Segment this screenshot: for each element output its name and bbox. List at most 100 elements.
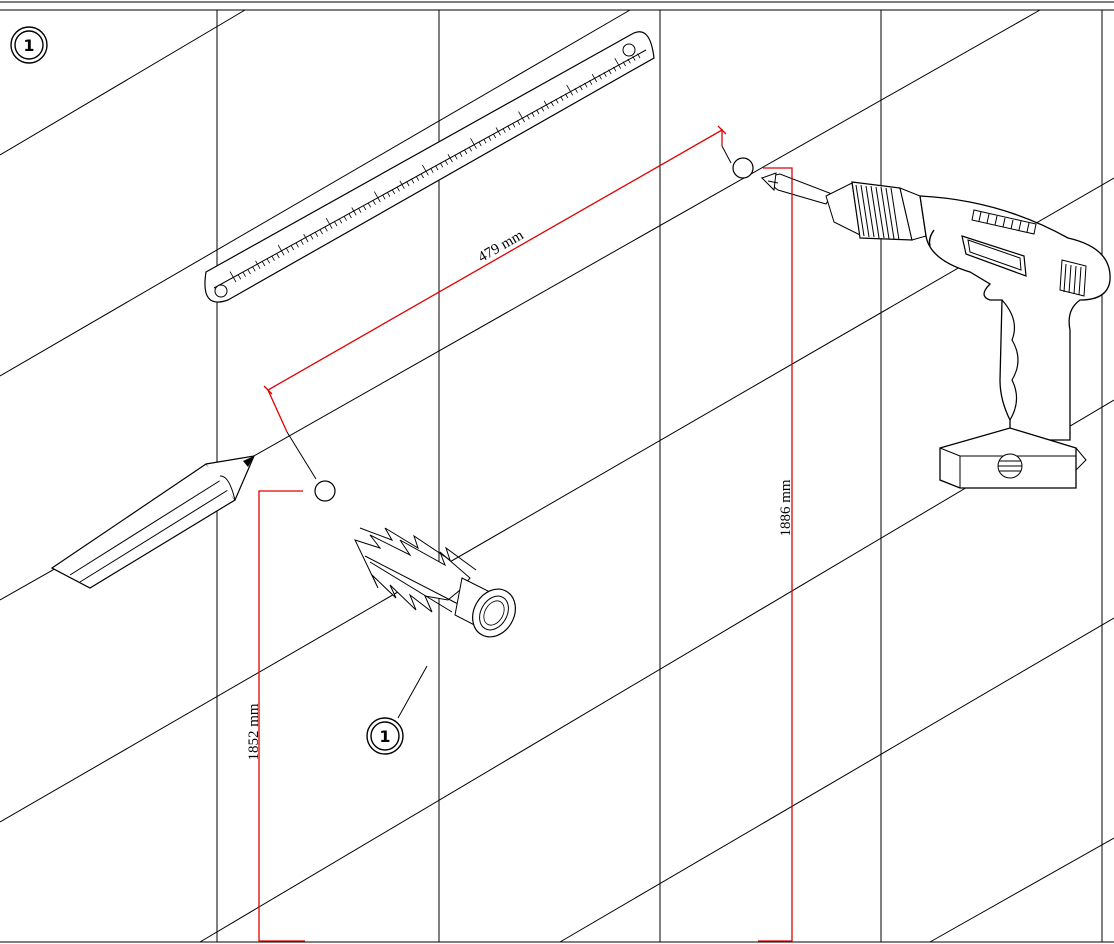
- ruler-icon: [204, 31, 655, 303]
- ruler-tick: [464, 149, 468, 155]
- ruler-tick: [415, 176, 420, 181]
- ruler-tick: [324, 226, 328, 232]
- drill-hole-left: [314, 480, 336, 502]
- ruler-tick: [252, 266, 256, 272]
- ruler-tick: [531, 112, 535, 117]
- ruler-tick: [512, 122, 516, 128]
- ruler-tick: [242, 272, 246, 277]
- ruler-tick: [622, 61, 626, 67]
- pencil-icon: [50, 455, 255, 589]
- ruler-tick: [543, 100, 549, 109]
- ruler-tick: [614, 58, 622, 69]
- ruler-tick: [598, 74, 602, 80]
- ruler-tick: [603, 72, 607, 77]
- ruler-tick: [334, 221, 338, 227]
- ruler-tick: [591, 73, 598, 83]
- callout-badge: 1: [366, 665, 428, 755]
- vent-slots: [971, 209, 1087, 297]
- ruler-tick: [439, 162, 444, 168]
- ruler-tick: [325, 218, 333, 229]
- ruler-tick: [454, 154, 458, 160]
- ruler-tick: [470, 138, 477, 149]
- ruler-tick: [363, 205, 367, 211]
- ruler-tick: [566, 84, 574, 96]
- ruler-tick: [478, 141, 482, 147]
- ruler-tick: [314, 232, 319, 237]
- wall-plug-icon: [354, 527, 516, 638]
- ruler-tick: [507, 125, 511, 131]
- hole-leaders: [286, 145, 732, 480]
- ruler-tick: [266, 258, 271, 264]
- ruler-tick: [276, 253, 280, 259]
- ruler-tick: [637, 53, 641, 59]
- ruler-tick: [550, 101, 554, 107]
- ruler-tick: [584, 82, 588, 88]
- ruler-tick: [255, 260, 261, 269]
- ruler-tick: [338, 218, 343, 224]
- ruler-tick: [348, 213, 352, 219]
- ruler-tick: [406, 181, 410, 187]
- ruler-tick: [565, 93, 569, 99]
- ruler-tick: [459, 152, 463, 157]
- ruler-tick: [422, 164, 429, 176]
- ruler-tick: [447, 153, 453, 163]
- ruler-tick: [495, 127, 501, 136]
- ruler-tick: [608, 69, 612, 75]
- ruler-tick: [310, 234, 314, 240]
- ruler-tick: [387, 192, 391, 197]
- ruler-tick: [237, 274, 242, 280]
- ruler-tick: [579, 85, 583, 91]
- ruler-tick: [555, 98, 559, 104]
- ruler-tick: [372, 200, 376, 205]
- step-number-badge: 1: [10, 26, 48, 64]
- ruler-tick: [391, 189, 396, 195]
- ruler-tick: [300, 240, 304, 245]
- ruler-tick: [247, 269, 251, 275]
- ruler-tick: [502, 128, 506, 133]
- ruler-tick: [411, 178, 415, 184]
- right-height-dimension-label: 1886 mm: [778, 479, 794, 536]
- ruler-ticks: [229, 53, 641, 283]
- ruler-tick: [574, 88, 578, 93]
- ruler-tick: [303, 233, 309, 243]
- ruler-tick: [319, 229, 323, 235]
- ruler-tick: [295, 242, 299, 248]
- ruler-tick: [373, 191, 381, 203]
- ruler-tick: [518, 111, 525, 123]
- dimension-lines: [258, 125, 793, 942]
- ruler-tick: [271, 256, 275, 261]
- ruler-tick: [483, 138, 487, 144]
- ruler-tick: [627, 58, 631, 64]
- ruler-tick: [516, 120, 521, 125]
- ruler-tick: [560, 96, 564, 101]
- callout-number-text: 1: [379, 727, 390, 746]
- ruler-tick: [277, 244, 285, 256]
- step-number-text: 1: [23, 36, 34, 55]
- ruler-tick: [358, 208, 362, 213]
- ruler-tick: [343, 216, 347, 221]
- ruler-tick: [367, 202, 372, 208]
- ruler-tick: [540, 106, 545, 112]
- ruler-tick: [229, 271, 237, 283]
- ruler-tick: [351, 207, 357, 216]
- ruler-tick: [526, 114, 530, 120]
- left-height-dimension-label: 1852 mm: [246, 703, 262, 760]
- ruler-tick: [286, 248, 290, 253]
- ruler-tick: [536, 109, 540, 115]
- ruler-tick: [468, 146, 473, 152]
- ruler-tick: [435, 165, 439, 171]
- ruler-tick: [430, 168, 434, 173]
- ruler-tick: [420, 173, 424, 179]
- ruler-tick: [613, 66, 617, 72]
- ruler-tick: [396, 186, 400, 192]
- ruler-tick: [290, 245, 295, 251]
- ruler-tick: [488, 136, 492, 141]
- ruler-tick: [382, 194, 386, 200]
- chuck-grip-lines: [855, 184, 900, 241]
- drill-hole-right: [732, 157, 754, 179]
- ruler-tick: [632, 56, 636, 61]
- ruler-tick: [444, 160, 448, 165]
- drill-icon: [760, 172, 1111, 489]
- ruler-tick: [399, 180, 405, 189]
